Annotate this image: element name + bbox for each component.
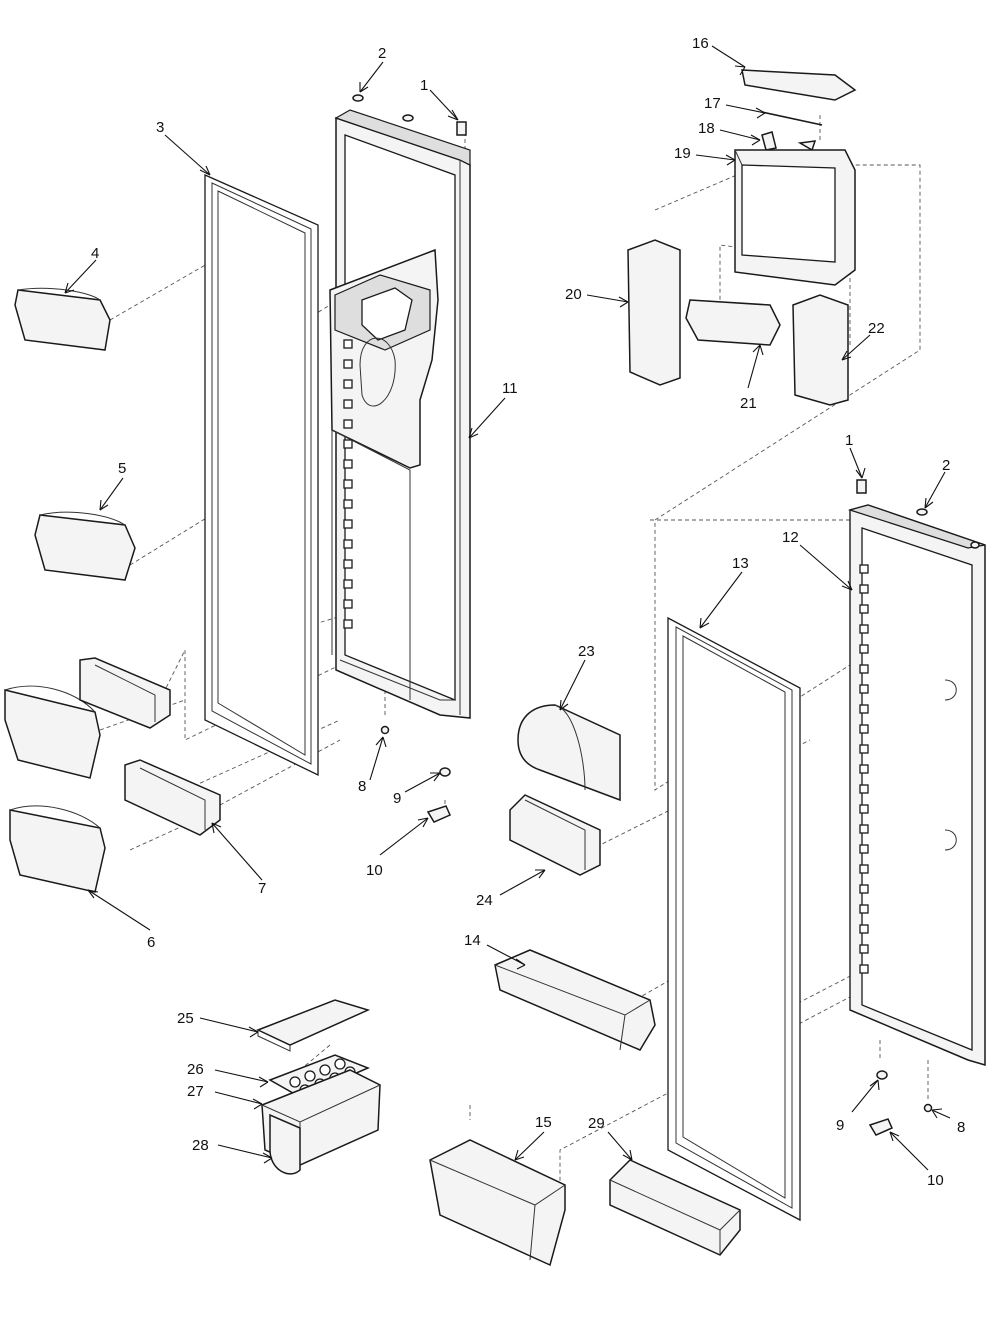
callout-8b: 8 (957, 1119, 965, 1136)
callout-7: 7 (258, 880, 266, 897)
callout-15: 15 (535, 1114, 552, 1131)
door-gasket-right (667, 616, 801, 1222)
rod-17 (761, 111, 823, 126)
lever-18 (761, 131, 817, 152)
hinge-pin-1a (456, 121, 467, 136)
shelf-24 (509, 794, 601, 876)
callout-10b: 10 (927, 1172, 944, 1189)
plug-8b (923, 1103, 933, 1113)
bin-15 (429, 1139, 566, 1267)
callout-23: 23 (578, 643, 595, 660)
callout-2a: 2 (378, 45, 386, 62)
callout-12: 12 (782, 529, 799, 546)
can-holder-23 (517, 704, 621, 802)
bin-shelf-upper (79, 657, 171, 729)
shelf-rail-right (859, 564, 869, 974)
callout-29: 29 (588, 1115, 605, 1132)
hinge-pin-1b (856, 479, 867, 494)
callout-18: 18 (698, 120, 715, 137)
shelf-rail-left (343, 339, 353, 629)
callout-28: 28 (192, 1137, 209, 1154)
callout-2b: 2 (942, 457, 950, 474)
callout-10a: 10 (366, 862, 383, 879)
ice-bin-lid-25 (256, 999, 371, 1052)
bin-29 (609, 1159, 741, 1256)
callout-9b: 9 (836, 1117, 844, 1134)
callout-9a: 9 (393, 790, 401, 807)
chute-20 (627, 239, 681, 386)
callout-25: 25 (177, 1010, 194, 1027)
callout-6: 6 (147, 934, 155, 951)
callout-14: 14 (464, 932, 481, 949)
leader-lines (64, 45, 951, 1171)
callout-13: 13 (732, 555, 749, 572)
callout-26: 26 (187, 1061, 204, 1078)
callout-17: 17 (704, 95, 721, 112)
hinge-bracket-10b (868, 1118, 893, 1136)
callout-16: 16 (692, 35, 709, 52)
callout-27: 27 (187, 1083, 204, 1100)
tray-21 (685, 299, 781, 346)
bin-upper-left (4, 685, 101, 779)
housing-19 (734, 149, 856, 286)
callout-22: 22 (868, 320, 885, 337)
callout-1a: 1 (420, 77, 428, 94)
callout-11: 11 (502, 380, 518, 397)
callout-19: 19 (674, 145, 691, 162)
screw-2b (916, 508, 980, 549)
callout-1b: 1 (845, 432, 853, 449)
bin-6 (9, 805, 106, 893)
bin-shelf-7 (124, 759, 221, 836)
bin-4 (14, 287, 111, 351)
screw-2a-extra (402, 114, 414, 122)
callout-labels: 1 2 3 4 5 6 7 8 9 10 11 16 17 18 19 20 2… (91, 35, 965, 1189)
door-liner-left (329, 109, 471, 719)
callout-21: 21 (740, 395, 757, 412)
cover-16 (741, 69, 857, 101)
screw-2a (352, 94, 364, 102)
callout-8a: 8 (358, 778, 366, 795)
callout-20: 20 (565, 286, 582, 303)
chute-22 (792, 294, 849, 406)
hinge-bracket-10a (426, 805, 451, 823)
callout-3: 3 (156, 119, 164, 136)
door-liner-right (847, 504, 986, 1067)
bushing-9b (876, 1070, 888, 1080)
bin-5 (34, 511, 136, 581)
bin-14 (494, 949, 656, 1051)
door-gasket-left (204, 174, 319, 777)
callout-4: 4 (91, 245, 99, 262)
bushing-9a (439, 767, 451, 777)
callout-5: 5 (118, 460, 126, 477)
callout-24: 24 (476, 892, 493, 909)
plug-8a (380, 725, 390, 735)
